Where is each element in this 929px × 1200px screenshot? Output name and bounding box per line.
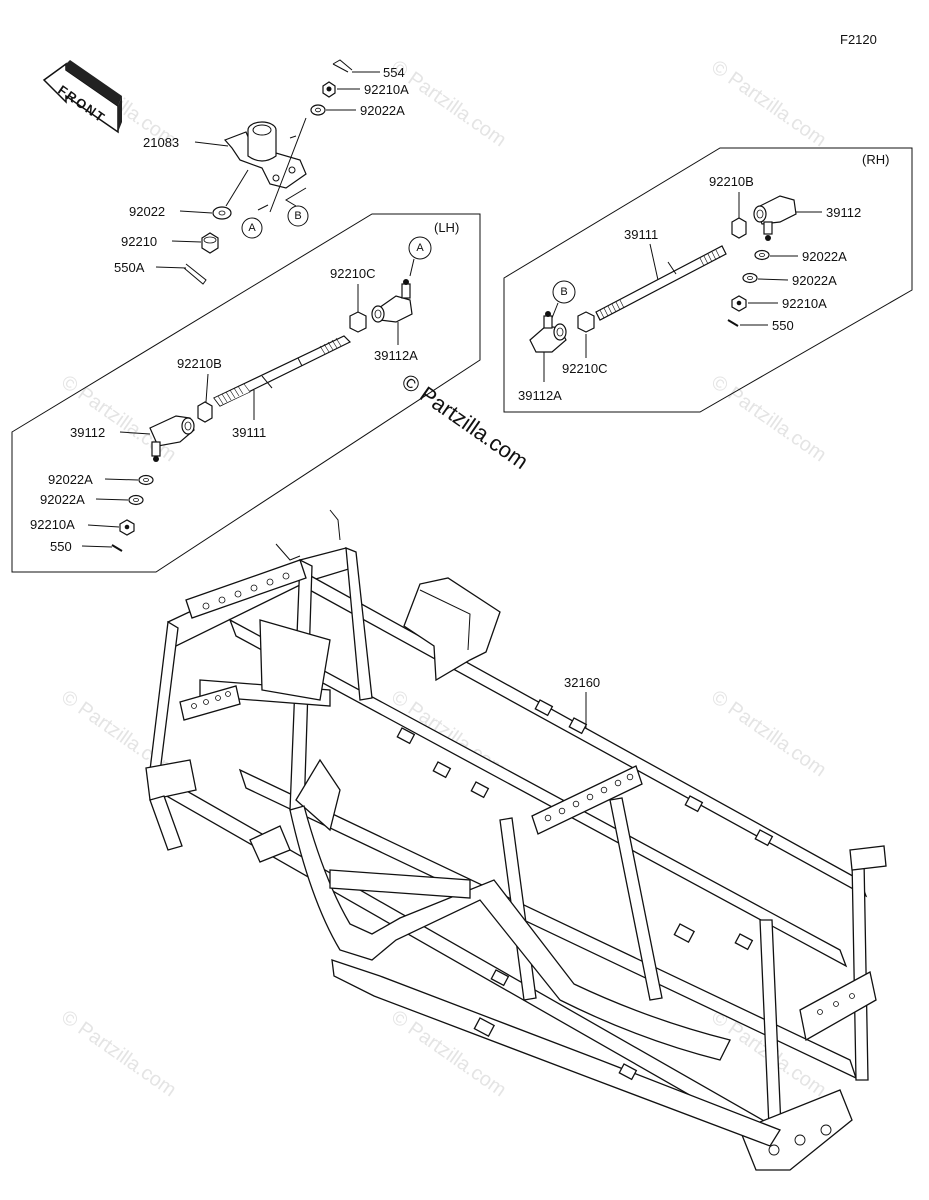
label-21083: 21083 [143, 135, 179, 150]
main-frame-32160: 32160 [145, 509, 887, 1171]
rh-tie-rod-panel: (RH) 92210B 39112 92022A 92022A 92210A 5… [503, 147, 913, 413]
cotter-pin-550-lh [111, 544, 123, 552]
label-92022A-lh-1: 92022A [48, 472, 93, 487]
label-39111-lh: 39111 [232, 425, 266, 440]
copyright-notice: © Partzilla.com [397, 369, 533, 475]
rh-group-label: (RH) [862, 152, 889, 167]
label-92210: 92210 [121, 234, 157, 249]
lh-tie-rod-panel: (LH) A 39112A 92210C 39111 [11, 213, 481, 573]
label-39112A-rh: 39112A [518, 388, 562, 403]
label-92210A-lh: 92210A [30, 517, 75, 532]
label-39112-rh: 39112 [826, 205, 861, 220]
cotter-pin-550A [183, 263, 207, 285]
watermark: © Partzilla.com [707, 371, 830, 466]
label-39112A-lh: 39112A [374, 348, 418, 363]
label-550-lh: 550 [50, 539, 72, 554]
rh-marker-b [552, 280, 576, 304]
label-39112-lh: 39112 [70, 425, 105, 440]
nut-92210C-rh [577, 311, 595, 333]
nut-92210C-lh [349, 311, 367, 333]
label-92210C-rh: 92210C [562, 361, 608, 376]
label-92210B-rh: 92210B [709, 174, 754, 189]
label-92022A-rh-1: 92022A [802, 249, 847, 264]
label-92022A-top: 92022A [360, 103, 405, 118]
watermark: © Partzilla.com [57, 1006, 180, 1101]
cotter-pin-550-rh [727, 319, 739, 327]
label-550A: 550A [114, 260, 145, 275]
label-92210A-top: 92210A [364, 82, 409, 97]
tie-rod-39111-rh [595, 245, 727, 321]
lh-marker-a-text: A [416, 242, 424, 254]
lh-group-label: (LH) [434, 220, 459, 235]
marker-b [287, 205, 309, 227]
label-92022A-rh-2: 92022A [792, 273, 837, 288]
label-39111-rh: 39111 [624, 227, 658, 242]
lh-marker-a [408, 236, 432, 260]
label-92022: 92022 [129, 204, 165, 219]
watermark: © Partzilla.com [387, 56, 510, 151]
marker-b-text: B [294, 210, 301, 222]
rh-marker-b-text: B [560, 286, 567, 298]
label-550-rh: 550 [772, 318, 794, 333]
marker-a-text: A [248, 222, 256, 234]
watermark: © Partzilla.com [57, 371, 180, 466]
label-32160: 32160 [564, 675, 600, 690]
label-92210B-lh: 92210B [177, 356, 222, 371]
label-92210C-lh: 92210C [330, 266, 376, 281]
cotter-pin-554 [332, 59, 353, 73]
front-arrow: FRONT [42, 60, 122, 134]
label-92210A-rh: 92210A [782, 296, 827, 311]
marker-a [241, 217, 263, 239]
nut-92210B-rh [731, 217, 747, 239]
watermark: © Partzilla.com [707, 56, 830, 151]
watermark: © Partzilla.com [707, 686, 830, 781]
label-554: 554 [383, 65, 405, 80]
figure-code: F2120 [840, 32, 877, 47]
label-92022A-lh-2: 92022A [40, 492, 85, 507]
steering-arm-group: 554 92210A 92022A 21083 A B [114, 59, 409, 285]
nut-92210B-lh [197, 401, 213, 423]
